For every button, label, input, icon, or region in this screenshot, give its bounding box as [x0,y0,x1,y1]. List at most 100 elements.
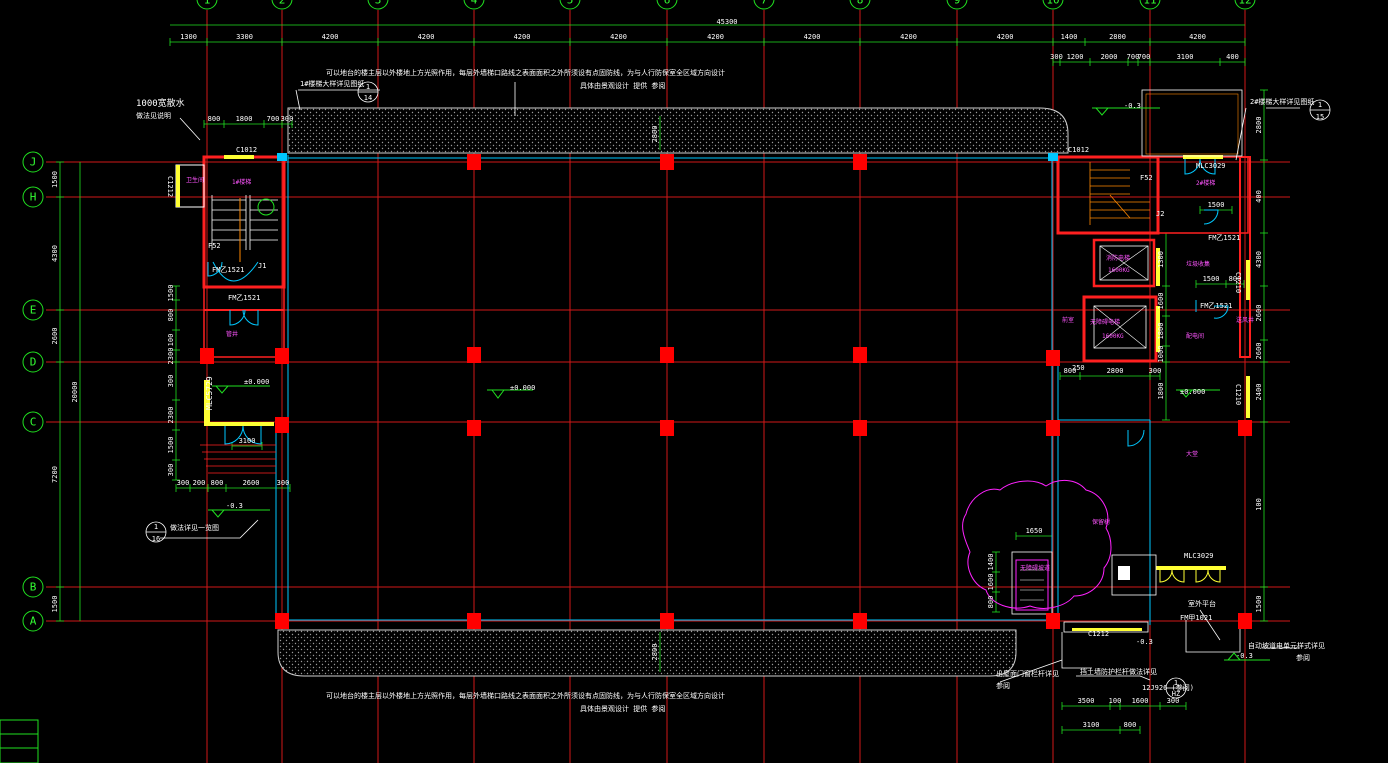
dim-left-inner-text: 300 [167,375,175,388]
label-fire-lift: 消防电梯 [1106,254,1130,262]
door-fm-3: FM乙1521 [1208,234,1240,242]
axis-bubble-6 [656,0,678,10]
column [467,154,481,170]
dim-door-right-text: 1500 [1208,201,1225,209]
level-neg-top: -0.3 [1124,102,1141,110]
dim-right-text: 2400 [1255,384,1263,401]
level-ground-right: ±0.000 [1180,388,1205,396]
window-c4: C1210 [1234,272,1242,293]
level-neg-right: -0.3 [1236,652,1253,660]
axis-bubble-1 [196,0,218,10]
callout-railing-2: 12J926 (参阅) [1142,683,1194,692]
label-tree: 保留树 [1092,518,1110,526]
dim-top-text: 3300 [236,33,253,41]
level-markers [208,107,1270,661]
axis-bubble-11 [1139,0,1161,10]
axis-label-12: 12 [1238,0,1251,7]
dim-stair-top-text: 1800 [236,115,253,123]
label-stair-2: 2#楼梯 [1196,179,1215,187]
left-core [175,155,286,474]
axis-label-D: D [30,356,37,369]
label-ramp: 无障碍坡道 [1020,564,1050,572]
dim-lift-bottom-text: 300 [1149,367,1162,375]
tag-j2: J2 [1156,210,1164,218]
column [853,420,867,436]
callout-apron: 1000宽散水 [136,97,185,109]
label-access-lift: 无障碍电梯 [1090,318,1120,326]
dim-left-total-text: 20000 [71,381,79,402]
dim-right-text: 1500 [1255,596,1263,613]
detail-ref-1d: 1 [1174,679,1178,687]
axis-label-9: 9 [954,0,961,7]
tag-f52: F52 [208,242,221,250]
detail-ref-16: 16 [152,535,160,543]
right-core [1011,89,1251,669]
dim-bottom-right-2-text: 3100 [1083,721,1100,729]
label-hall: 大堂 [1186,450,1198,458]
axis-bubble-A [22,610,44,632]
dim-left-inner-text: 100 [167,334,175,347]
dim-top-text: 1400 [1061,33,1078,41]
dim-left-outer-text: 1500 [51,171,59,188]
dim-right-top-text: 300 [1050,53,1063,61]
label-access-lift-load: 1600KG [1102,333,1124,340]
column [467,420,481,436]
column [853,154,867,170]
dim-top-text: 4200 [514,33,531,41]
layout-tab-strip[interactable] [0,719,39,763]
dim-bottom-right-text: 300 [1167,697,1180,705]
detail-references: 1 14 1 15 1 16 1 HZ [145,81,1331,699]
dim-top-text: 4200 [997,33,1014,41]
column [660,154,674,170]
axis-bubble-7 [753,0,775,10]
building-outline [275,155,1151,628]
dim-left-bottom-text: 300 [277,479,290,487]
axis-bubble-12 [1234,0,1256,10]
callout-bottom-left: 做法详见一览图 [170,523,219,532]
dim-top-text: 1300 [180,33,197,41]
south-paving-strip [277,629,1017,677]
column [853,613,867,629]
axis-bubble-B [22,576,44,598]
detail-ref-1a: 1 [366,83,370,91]
dim-right-top-text: 400 [1226,53,1239,61]
axis-label-6: 6 [664,0,671,7]
column [275,417,289,433]
dim-right-text: 2600 [1255,343,1263,360]
dim-left-outer-text: 7200 [51,466,59,483]
axis-label-H: H [30,191,37,204]
dim-top-text: 2800 [1109,33,1126,41]
level-ground-left: ±0.000 [244,378,269,386]
callout-leaders [160,82,1300,683]
room-note: 室外平台 [1188,599,1216,608]
dim-canopy-south-text: 2800 [651,644,659,661]
axis-bubble-C [22,411,44,433]
dim-left-bottom-text: 2600 [243,479,260,487]
dim-power-room-text: 800 [1229,275,1242,283]
tree-outline [962,480,1112,609]
dim-left-inner-text: 1500 [167,285,175,302]
dim-top-text: 4200 [707,33,724,41]
axis-label-11: 11 [1143,0,1156,7]
column [275,613,289,629]
detail-ref-15: 15 [1316,113,1324,121]
note-bottom-2: 具体由景观设计 提供 参阅 [580,704,665,713]
detail-ref-1c: 1 [154,523,158,531]
structural-columns [200,153,1252,629]
dim-lift-bottom-text: 800 [1064,367,1077,375]
column-small [277,153,287,161]
axis-bubble-5 [559,0,581,10]
level-neg-left: -0.3 [226,502,243,510]
callout-railing: 挡土墙防护栏杆做法详见 [1080,667,1157,676]
column [1046,613,1060,629]
column [1046,420,1060,436]
axis-bubble-2 [271,0,293,10]
dim-left-bottom-text: 200 [193,479,206,487]
level-ground-main: ±0.000 [510,384,535,392]
label-fire-lift-load: 1600KG [1108,267,1130,274]
dim-ramp-vert-text: 800 [987,596,995,609]
dim-left-inner-text: 300 [167,464,175,477]
dim-top-text: 4200 [804,33,821,41]
column [660,347,674,363]
dim-lift-bottom-text: 2800 [1107,367,1124,375]
